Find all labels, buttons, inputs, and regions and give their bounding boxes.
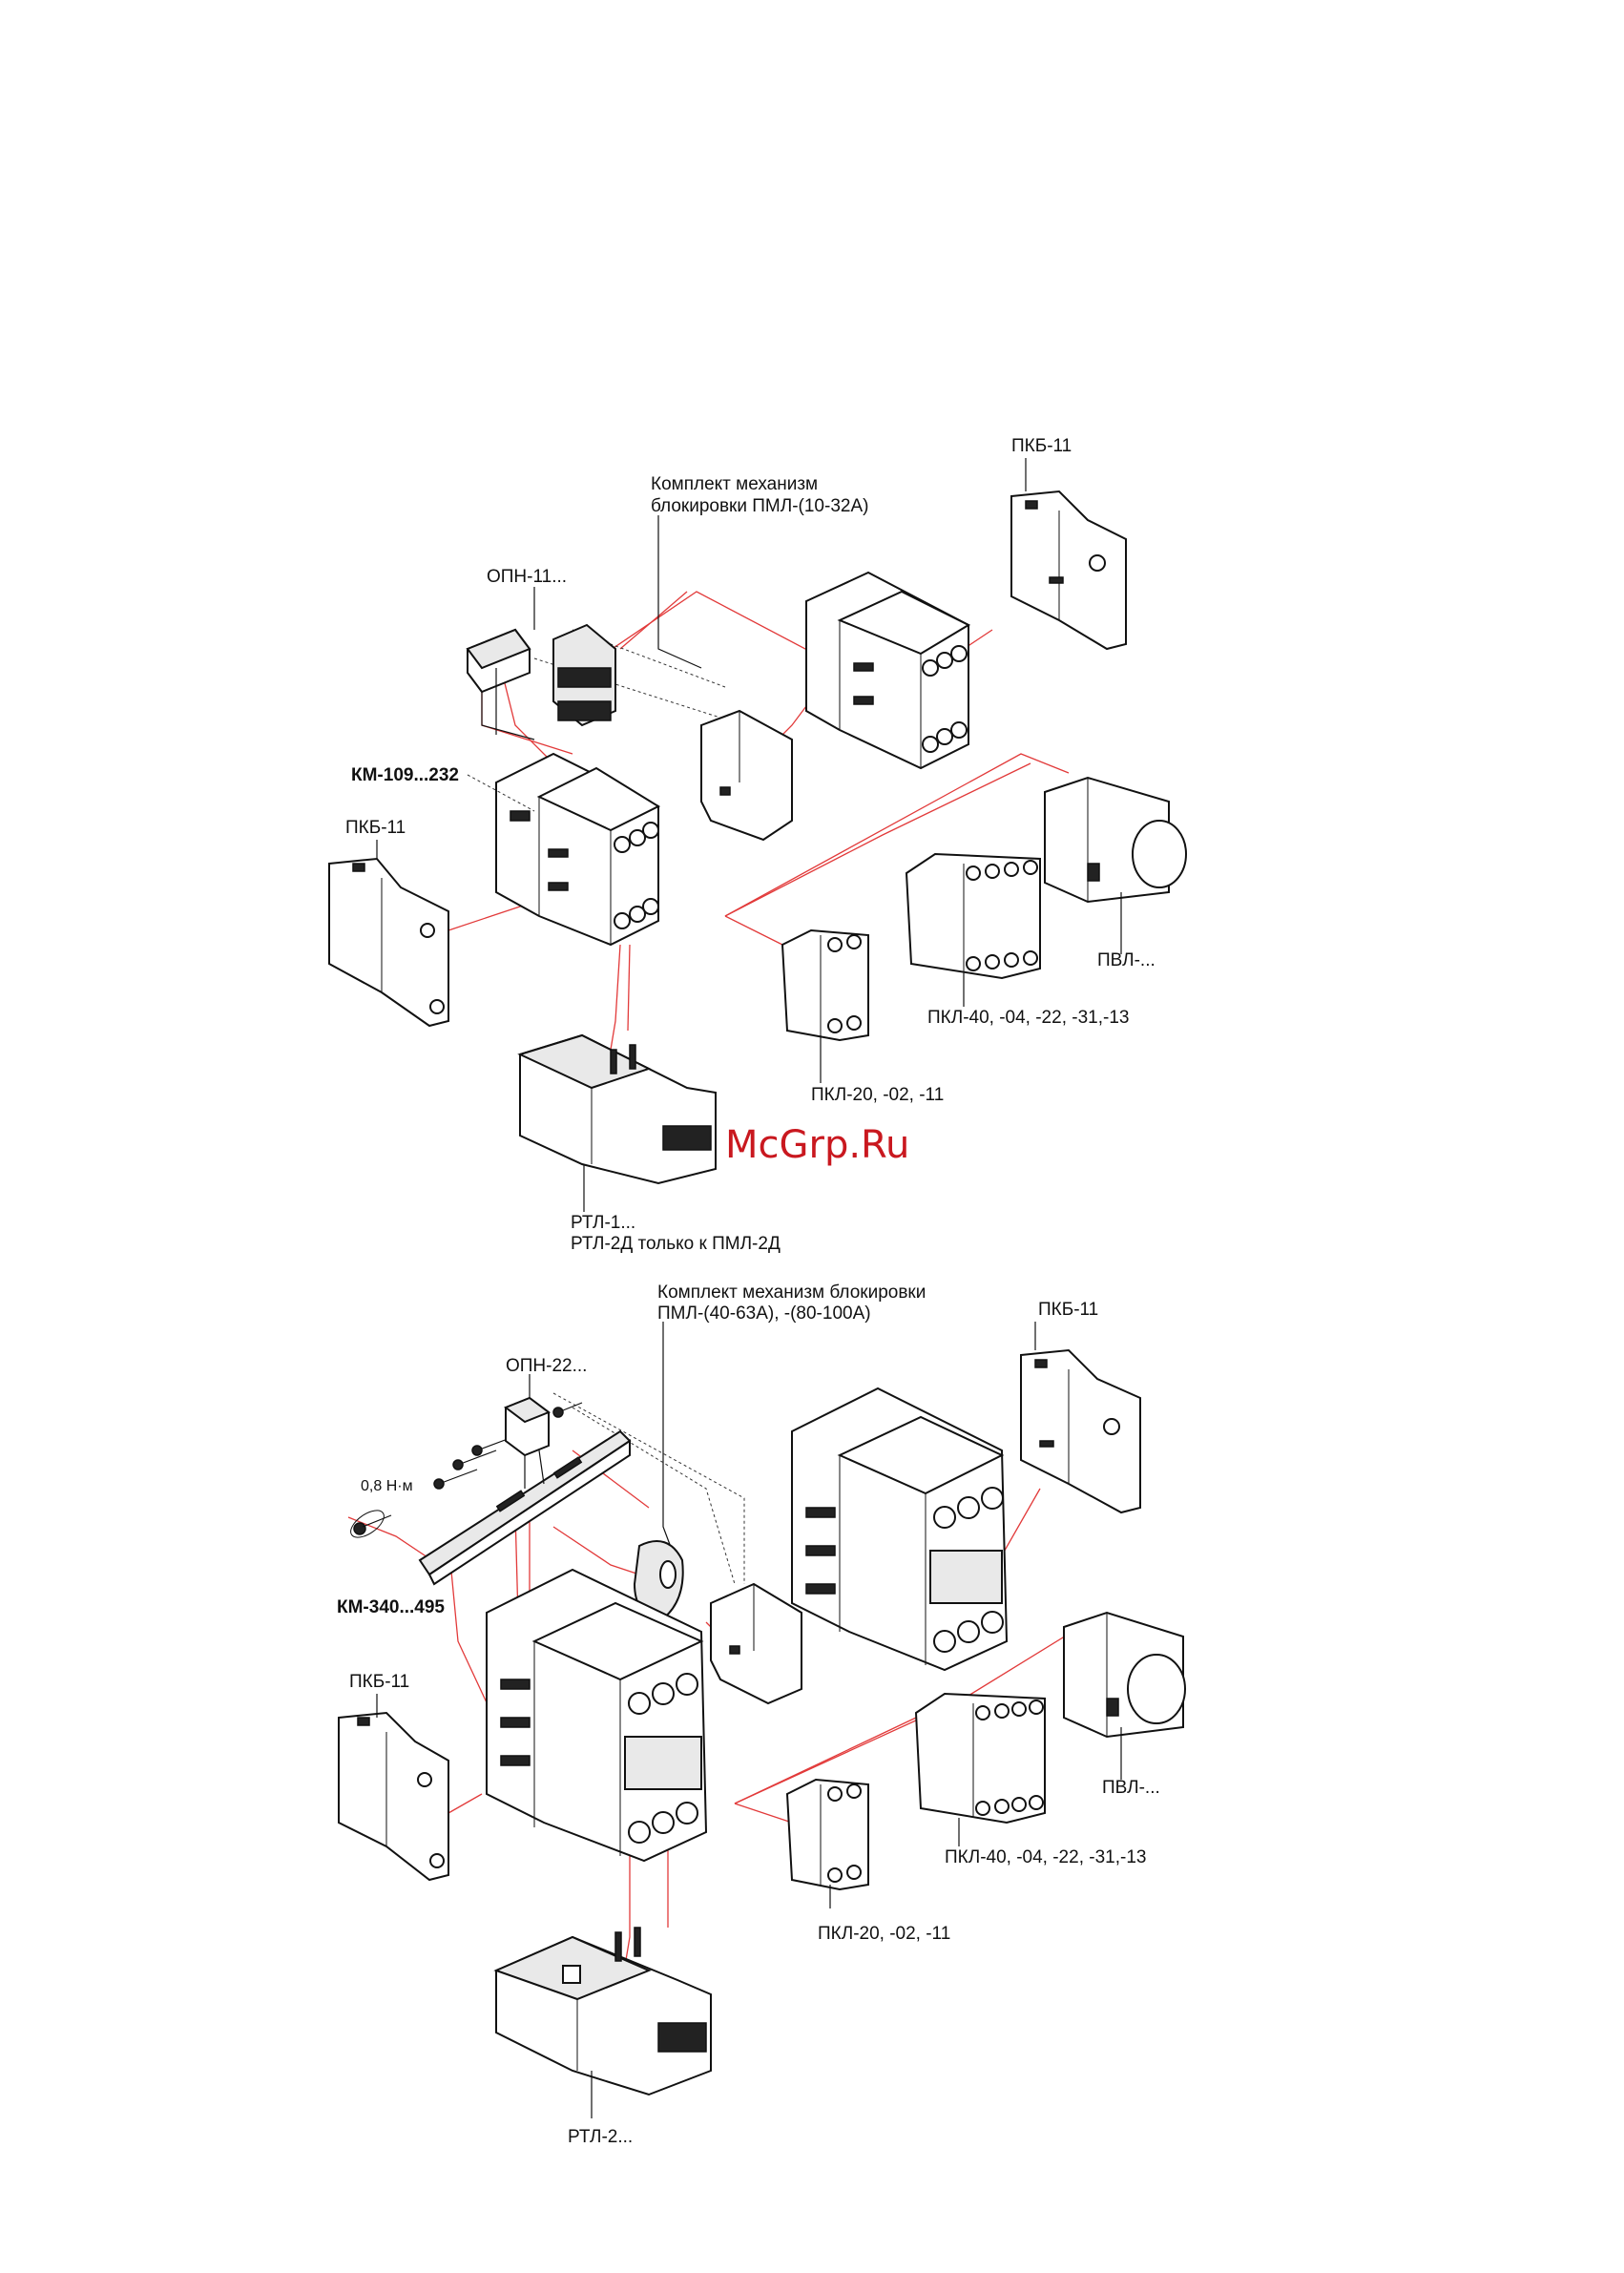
label-opn-bottom: ОПН-22... [506,1356,587,1376]
pkb-11-right-top [1010,490,1127,651]
label-pkl40-top: ПКЛ-40, -04, -22, -31,-13 [927,1008,1129,1028]
screws-bottom [433,1402,583,1490]
pkb-11-right-bottom [1020,1348,1141,1514]
contactor-km-340-495 [486,1568,708,1863]
km-leader-top [467,774,535,812]
contactor-second-bottom [791,1387,1009,1672]
pkl-20-block-top [781,928,869,1042]
label-pkl40-bottom: ПКЛ-40, -04, -22, -31,-13 [945,1847,1146,1867]
interlock-adapter-top [700,709,793,842]
label-opn-top: ОПН-11... [487,567,567,587]
label-pvl-bottom: ПВЛ-... [1102,1778,1160,1798]
contactor-km-109-232 [495,752,661,947]
pkl-40-block-bottom [914,1692,1046,1825]
contactor-second-top [805,571,971,770]
pkl-40-block-top [905,852,1041,980]
label-pkb-right-top: ПКБ-11 [1011,436,1072,456]
pvl-pneumatic-timer-top [1044,776,1187,904]
pkb-11-left-bottom [338,1711,449,1882]
diagram-bottom: Комплект механизм блокировки ПМЛ-(40-63А… [337,1282,1186,2147]
label-mechanism-top-line2: блокировки ПМЛ-(10-32А) [651,496,868,516]
label-torque: 0,8 Н·м [361,1478,413,1494]
label-rtl-bottom: РТЛ-2... [568,2127,633,2147]
label-pkb-left-bottom: ПКБ-11 [349,1672,409,1692]
label-pkb-left-top: ПКБ-11 [345,818,406,838]
opn-11-suppressor [466,628,535,740]
pvl-pneumatic-timer-bottom [1063,1611,1186,1739]
label-mechanism-bottom-line2: ПМЛ-(40-63А), -(80-100А) [657,1303,871,1324]
rtl-thermal-relay-bottom [493,1927,712,2096]
label-mechanism-bottom-line1: Комплект механизм блокировки [657,1282,926,1303]
interlock-mechanism-top [552,623,616,727]
label-km-top: КМ-109...232 [351,765,459,785]
watermark: McGrp.Ru [725,1123,909,1167]
pkl-20-block-bottom [785,1778,869,1891]
opn-22-suppressor [503,1396,552,1489]
label-pvl-top: ПВЛ-... [1097,950,1156,970]
torque-screw-icon [350,1510,392,1538]
label-rtl-top-line2: РТЛ-2Д только к ПМЛ-2Д [571,1234,781,1254]
label-km-bottom: КМ-340...495 [337,1597,445,1617]
label-pkb-right-bottom: ПКБ-11 [1038,1300,1098,1320]
rtl-thermal-relay-top [517,1033,717,1185]
interlock-adapter-bottom [710,1582,802,1705]
label-pkl20-top: ПКЛ-20, -02, -11 [811,1085,944,1105]
pkb-11-left-top [328,857,449,1028]
label-mechanism-top-line1: Комплект механизм [651,474,818,494]
din-rail-bottom [418,1429,632,1586]
label-pkl20-bottom: ПКЛ-20, -02, -11 [818,1924,950,1944]
interlock-mechanism-bottom [633,1540,684,1624]
diagram-top: Комплект механизм блокировки ПМЛ-(10-32А… [328,436,1187,1254]
label-rtl-top-line1: РТЛ-1... [571,1213,635,1233]
